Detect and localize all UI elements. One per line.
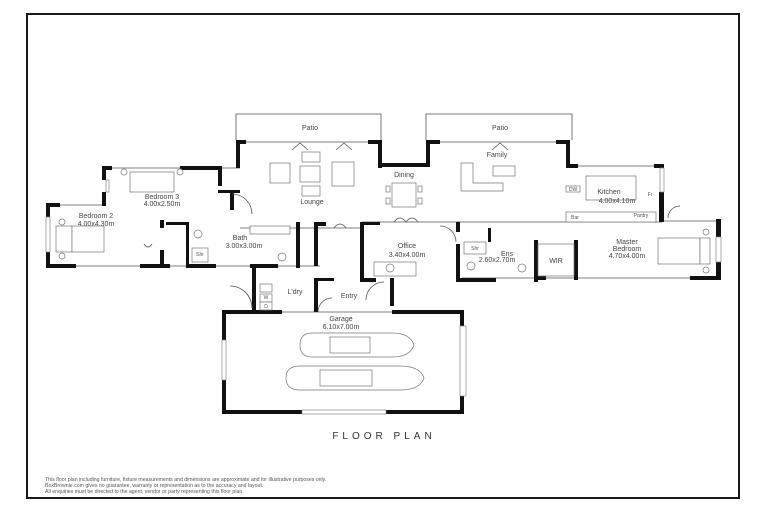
disclaimer-line-2: BoxBrownie.com gives no guarantee, warra… (45, 483, 264, 489)
svg-text:Kitchen: Kitchen (597, 189, 620, 196)
svg-text:W: W (264, 295, 269, 301)
entry: Entry (341, 281, 385, 301)
kitchen: DW Kitchen 4.00x4.10m Bar Pantry Fr (565, 175, 657, 223)
svg-text:DW: DW (569, 187, 578, 193)
bath: Bath 3.00x3.00m Shr (191, 225, 291, 263)
dining: Dining (385, 172, 423, 208)
svg-text:Patio: Patio (492, 125, 508, 132)
family: Family (460, 152, 516, 192)
patio-left: Patio (235, 113, 382, 140)
svg-text:6.10x7.00m: 6.10x7.00m (323, 324, 360, 331)
disclaimer-line-1: This floor plan including furniture, fix… (45, 477, 327, 483)
svg-text:Lounge: Lounge (300, 199, 323, 206)
windows (45, 167, 722, 415)
svg-text:4.00x4.10m: 4.00x4.10m (599, 198, 636, 205)
svg-text:Family: Family (487, 152, 508, 159)
svg-text:Pantry: Pantry (634, 213, 649, 219)
disclaimer: This floor plan including furniture, fix… (45, 477, 565, 495)
floor-plan-title: FLOOR PLAN (332, 431, 436, 442)
laundry: W D L'dry (259, 283, 303, 311)
bedroom-2: Bedroom 2 4.00x4.30m (55, 213, 115, 260)
disclaimer-line-3: All enquiries must be directed to the ag… (45, 489, 244, 495)
svg-text:Bath: Bath (233, 235, 248, 242)
page-border (26, 13, 740, 499)
office: Office 3.40x4.00m (373, 243, 426, 277)
svg-text:Bedroom 3: Bedroom 3 (145, 194, 179, 201)
lounge: Lounge (269, 151, 355, 206)
garage: Garage 6.10x7.00m (285, 316, 425, 391)
svg-text:WIR: WIR (549, 258, 563, 265)
svg-text:Shr: Shr (471, 246, 479, 252)
svg-text:Bar: Bar (571, 215, 579, 221)
ens: Shr Ens 2.60x2.70m (463, 241, 527, 273)
svg-text:4.70x4.00m: 4.70x4.00m (609, 253, 646, 260)
svg-text:Ens: Ens (501, 251, 514, 258)
bedroom-3: Bedroom 3 4.00x2.50m (120, 168, 184, 208)
svg-text:4.00x2.50m: 4.00x2.50m (144, 201, 181, 208)
svg-text:3.40x4.00m: 3.40x4.00m (389, 252, 426, 259)
svg-text:3.00x3.00m: 3.00x3.00m (226, 243, 263, 250)
svg-text:2.60x2.70m: 2.60x2.70m (479, 257, 516, 264)
svg-text:Office: Office (398, 243, 416, 250)
svg-text:Bedroom: Bedroom (613, 246, 642, 253)
svg-text:Master: Master (616, 239, 638, 246)
svg-text:Dining: Dining (394, 172, 414, 179)
patio-right: Patio (425, 113, 573, 140)
svg-text:Shr: Shr (196, 252, 204, 258)
svg-text:Patio: Patio (302, 125, 318, 132)
svg-text:Fr: Fr (648, 192, 653, 198)
svg-text:Bedroom 2: Bedroom 2 (79, 213, 113, 220)
master-bedroom: Master Bedroom 4.70x4.00m (609, 228, 711, 274)
svg-text:L'dry: L'dry (288, 289, 303, 296)
door-swings (143, 142, 681, 313)
svg-text:Entry: Entry (341, 293, 358, 300)
svg-text:4.00x4.30m: 4.00x4.30m (78, 221, 115, 228)
walls (46, 140, 721, 414)
wir: WIR (537, 243, 575, 277)
svg-text:D: D (264, 304, 268, 310)
svg-text:Garage: Garage (329, 316, 352, 323)
